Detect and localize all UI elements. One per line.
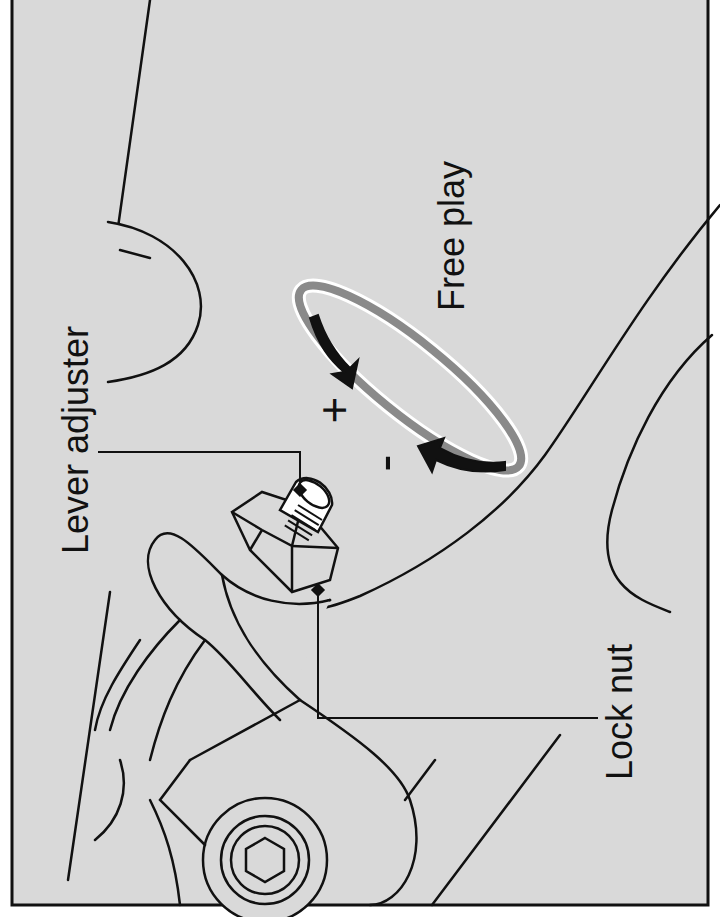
thread-line [295,510,319,525]
part-label: Lever adjuster [58,326,94,554]
direction-sign: - [358,454,410,471]
thread-line [285,525,309,540]
part-label: Lock nut [602,644,638,780]
direction-sign: + [311,397,357,424]
thread-line [291,515,315,530]
frame [12,0,708,905]
outlines [68,0,720,917]
leader-lines [98,452,598,718]
free-play-arrow [279,262,542,494]
thread-line [298,505,322,520]
lever-adjuster-symbol [280,475,334,541]
thread-line [288,520,312,535]
part-label: Free play [434,161,470,311]
